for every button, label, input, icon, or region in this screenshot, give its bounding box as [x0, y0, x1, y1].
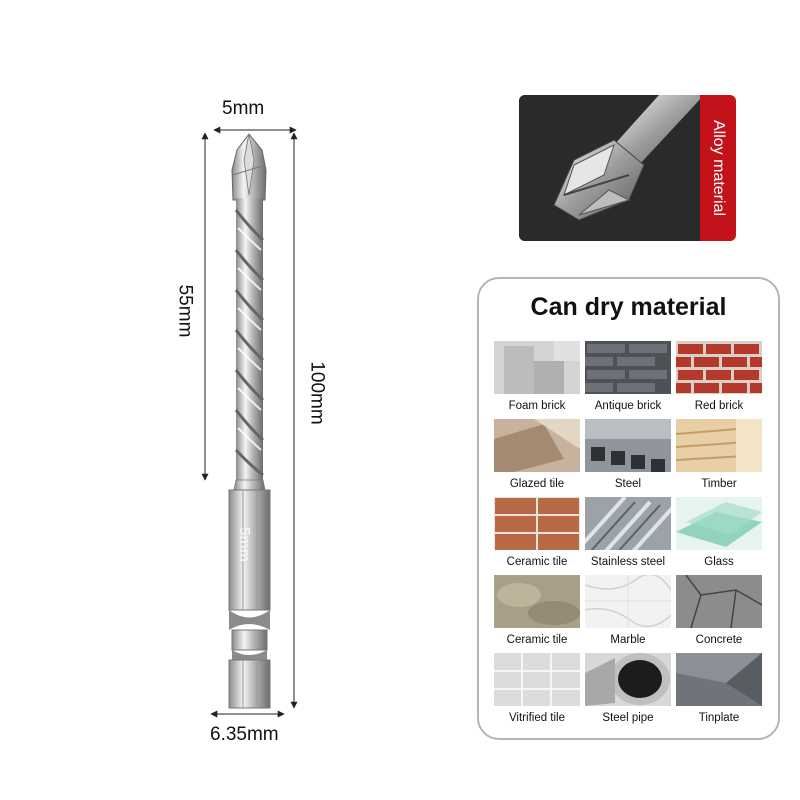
materials-panel: Can dry material Foam brick Antique bric…	[477, 277, 780, 740]
label-concrete: Concrete	[695, 634, 743, 646]
hex-shank	[228, 489, 271, 709]
label-marble: Marble	[610, 634, 646, 646]
tile-tinplate	[676, 653, 762, 706]
label-vitrified-tile: Vitrified tile	[508, 712, 566, 724]
label-stainless-steel: Stainless steel	[590, 556, 666, 568]
alloy-material-tag: Alloy material	[700, 95, 736, 241]
tile-ceramic-tile-stone	[494, 575, 580, 628]
label-foam-brick: Foam brick	[508, 400, 566, 412]
tile-vitrified-tile	[494, 653, 580, 706]
tile-ceramic-tile	[494, 497, 580, 550]
tile-steel-pipe	[585, 653, 671, 706]
materials-title: Can dry material	[530, 293, 727, 321]
tile-foam-brick	[494, 341, 580, 394]
total-length-label: 100mm	[306, 361, 328, 425]
label-glazed-tile: Glazed tile	[509, 478, 565, 490]
drill-tip	[231, 133, 267, 201]
alloy-closeup-card	[519, 95, 735, 241]
label-red-brick: Red brick	[694, 400, 744, 412]
tile-concrete	[676, 575, 762, 628]
label-ceramic-tile: Ceramic tile	[506, 556, 568, 568]
tile-antique-brick	[585, 341, 671, 394]
tip-width-label: 5mm	[222, 98, 265, 119]
carbide-tip-closeup	[519, 95, 735, 241]
label-timber: Timber	[701, 478, 737, 490]
flute-length-label: 55mm	[174, 284, 196, 338]
label-antique-brick: Antique brick	[594, 400, 662, 412]
tile-marble	[585, 575, 671, 628]
tile-red-brick	[676, 341, 762, 394]
tile-stainless-steel	[585, 497, 671, 550]
shank-collar	[233, 479, 266, 491]
tile-glazed-tile	[494, 419, 580, 472]
tile-steel	[585, 419, 671, 472]
label-ceramic-tile-2: Ceramic tile	[506, 634, 568, 646]
spiral-flute	[234, 198, 265, 483]
tile-glass	[676, 497, 762, 550]
label-steel-pipe: Steel pipe	[602, 712, 654, 724]
shank-width-label: 6.35mm	[210, 724, 279, 745]
label-steel: Steel	[614, 478, 642, 490]
alloy-material-label: Alloy material	[710, 119, 727, 217]
drill-bit-diagram	[201, 126, 298, 718]
tile-timber	[676, 419, 762, 472]
shank-marking: 5mm	[236, 526, 254, 563]
label-tinplate: Tinplate	[698, 712, 740, 724]
label-glass: Glass	[704, 556, 734, 568]
